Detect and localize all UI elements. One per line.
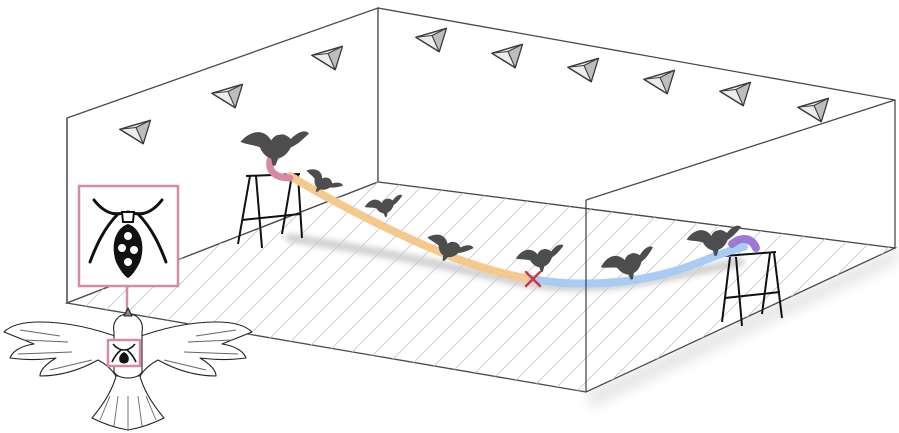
takeoff-perch-highlight (266, 156, 294, 182)
return-flight-segment (528, 243, 748, 288)
marker-backpack-icon (77, 184, 180, 288)
landing-perch-highlight (728, 235, 760, 252)
arena-shadow (586, 248, 899, 408)
outbound-flight-segment (286, 172, 536, 283)
arena-front-walls (66, 99, 896, 392)
landing-perch-icon (721, 251, 783, 327)
x-mark-icon (524, 270, 542, 288)
hawk-outline-icon (3, 307, 253, 431)
